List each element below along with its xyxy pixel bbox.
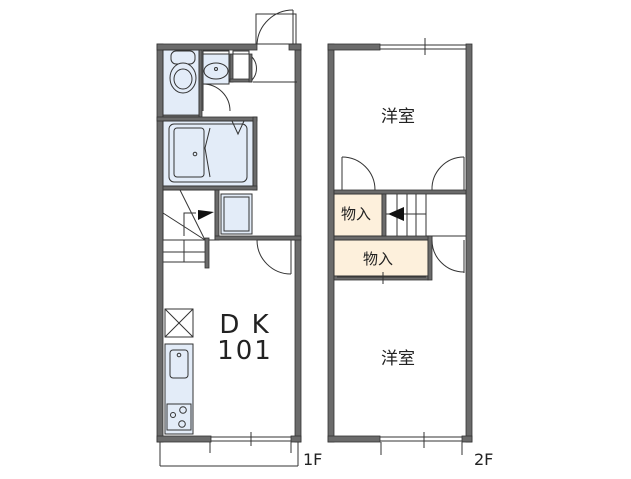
floor-2-plan: [327, 38, 473, 455]
stairs-1f: [162, 189, 220, 269]
wall-top: [156, 43, 258, 51]
wall-bottom-2f: [327, 435, 381, 443]
kitchen-sink-icon: [169, 349, 189, 379]
room-label-dk: D K: [219, 310, 271, 340]
wall-left-2f: [327, 43, 335, 443]
window-bottom-1f: [211, 432, 291, 446]
wall-bottom-right: [290, 435, 302, 443]
bathtub-icon: [168, 123, 248, 183]
closet-1: [333, 193, 383, 237]
stairs-direction-arrow-icon: [198, 210, 214, 220]
floor-label-2f: 2F: [474, 450, 494, 469]
closet-door-icon: [251, 56, 257, 81]
closet-label-2: 物入: [363, 250, 394, 268]
dimension-line-1f: [159, 442, 299, 467]
wall-right: [294, 43, 302, 443]
toilet-room: [162, 49, 203, 120]
door-upper-room-left[interactable]: [341, 156, 376, 191]
wall-hall-top: [333, 189, 467, 195]
dk-door[interactable]: [256, 239, 295, 275]
wall-right-2f: [465, 43, 473, 443]
refrigerator-space: [214, 193, 302, 241]
stairs-direction-arrow-icon-2f: [388, 207, 404, 221]
stairs-2f: [386, 194, 466, 237]
washroom: [202, 49, 257, 112]
ventilation-icon: [164, 308, 194, 338]
room-label-western-lower: 洋室: [381, 349, 415, 369]
floor-1-plan: [156, 9, 302, 467]
drain-icon: [231, 120, 245, 136]
window-bottom-2f[interactable]: [380, 432, 463, 455]
kitchen: [164, 308, 194, 435]
wall-hall-mid: [333, 235, 433, 241]
room-label-western-upper: 洋室: [381, 107, 415, 127]
washroom-door-icon: [202, 83, 231, 112]
closet-label-1: 物入: [341, 205, 372, 223]
bathroom: [156, 116, 258, 191]
door-upper-room-right[interactable]: [431, 156, 465, 191]
door-lower-room[interactable]: [431, 239, 465, 273]
wall-left: [156, 43, 164, 443]
window-top-2f[interactable]: [380, 38, 466, 55]
room-number: 101: [217, 336, 273, 366]
floor-label-1f: 1F: [303, 450, 323, 469]
toilet-icon: [169, 50, 197, 94]
wall-bottom-left: [156, 435, 212, 443]
entrance-door[interactable]: [255, 9, 297, 45]
wall-top-2f: [327, 43, 381, 51]
wall-top-right: [288, 43, 302, 51]
